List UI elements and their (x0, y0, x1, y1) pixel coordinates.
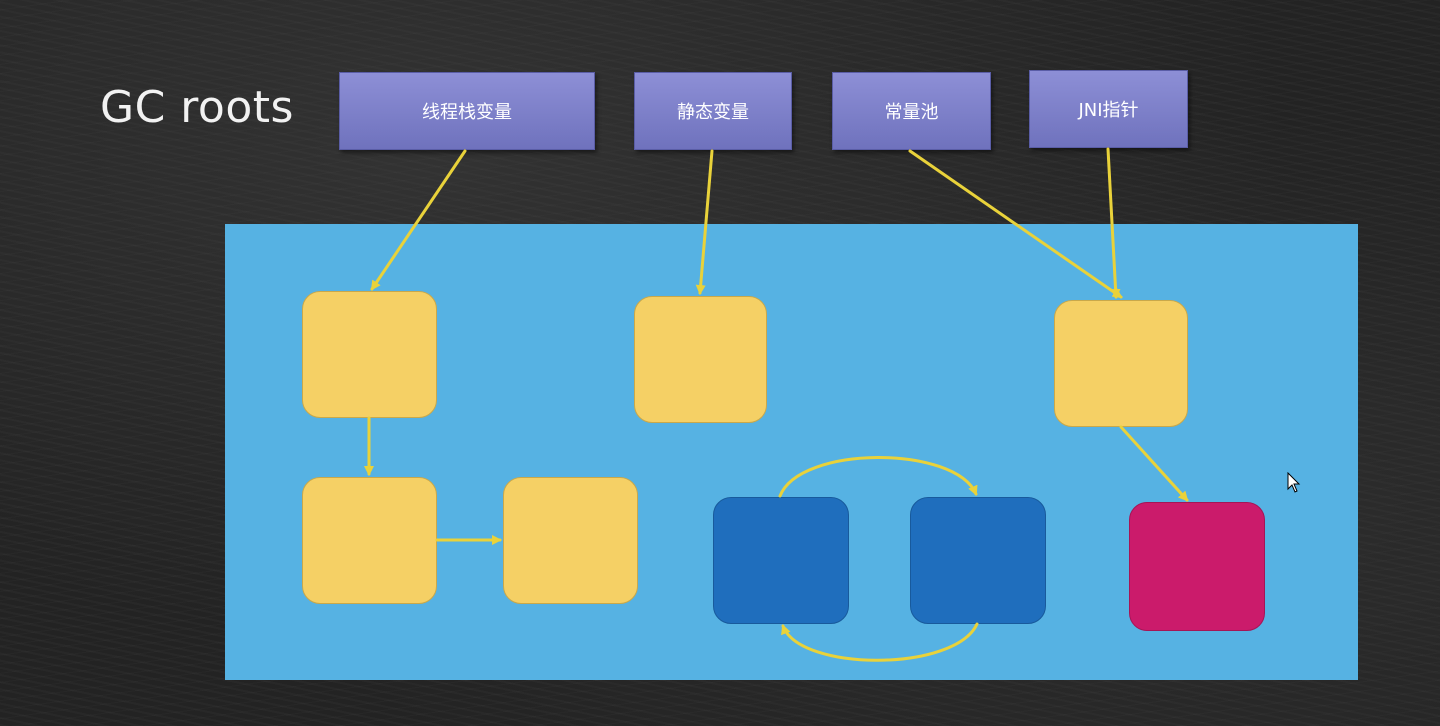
object-d (302, 477, 437, 604)
object-a (302, 291, 437, 418)
root-thread-stack-variables: 线程栈变量 (339, 72, 595, 150)
root-static-variables: 静态变量 (634, 72, 792, 150)
object-c (1054, 300, 1188, 427)
root-constant-pool: 常量池 (832, 72, 991, 150)
object-cycle-right (910, 497, 1046, 624)
object-unreachable (1129, 502, 1265, 631)
object-cycle-left (713, 497, 849, 624)
object-e (503, 477, 638, 604)
mouse-cursor-icon (1287, 472, 1301, 493)
object-b (634, 296, 767, 423)
root-jni-pointers: JNI指针 (1029, 70, 1188, 148)
diagram-title: GC roots (100, 82, 294, 133)
